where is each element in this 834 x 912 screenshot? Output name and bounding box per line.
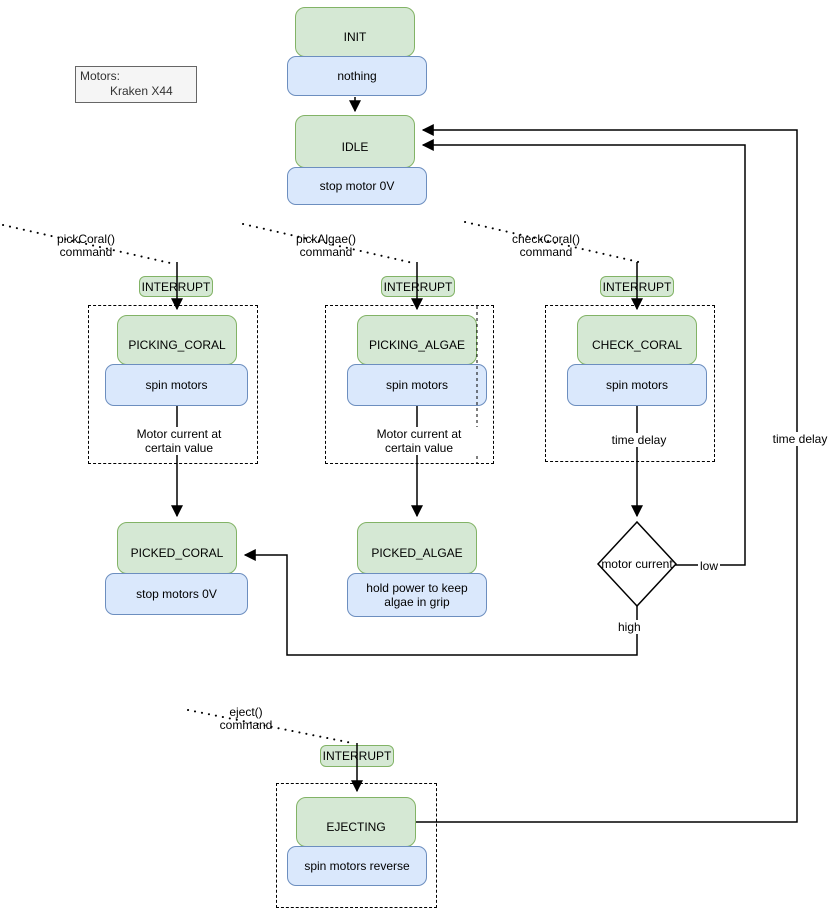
command-pick-algae-line2: command (299, 245, 353, 259)
interrupt-badge-label: INTERRUPT (141, 279, 211, 294)
interrupt-badge-pick-algae[interactable]: INTERRUPT (381, 276, 455, 297)
state-idle-action-label: stop motor 0V (319, 179, 395, 193)
state-picked-algae-action-label: hold power to keep algae in grip (366, 581, 468, 609)
label-eject-time-delay: time delay (765, 432, 834, 446)
state-picked-coral[interactable]: PICKED_CORAL (117, 522, 237, 574)
state-check-coral-action-label: spin motors (605, 378, 669, 392)
command-check-coral-line2: command (519, 245, 573, 259)
label-high: high (616, 620, 643, 634)
label-motor-current-coral: Motor current at certain value (117, 427, 241, 455)
command-eject-line2: command (219, 718, 273, 732)
edge-ejecting-to-idle (416, 124, 798, 823)
state-picking-algae-action[interactable]: spin motors (347, 364, 487, 406)
command-pick-coral-line2: command (59, 245, 113, 259)
state-init-action[interactable]: nothing (287, 56, 427, 96)
interrupt-badge-label: INTERRUPT (322, 749, 392, 763)
decision-label: motor current (601, 557, 673, 571)
state-picking-algae-name: PICKING_ALGAE (368, 338, 466, 352)
interrupt-badge-check-coral[interactable]: INTERRUPT (600, 276, 674, 297)
state-picking-coral-action[interactable]: spin motors (105, 364, 248, 406)
interrupt-badge-label: INTERRUPT (602, 279, 672, 294)
state-check-coral[interactable]: CHECK_CORAL (577, 315, 697, 365)
state-picking-algae-action-label: spin motors (385, 378, 449, 392)
state-ejecting[interactable]: EJECTING (296, 797, 416, 847)
state-picking-coral-name: PICKING_CORAL (128, 338, 226, 352)
command-pick-coral: pickCoral() command (26, 233, 146, 259)
state-check-coral-action[interactable]: spin motors (567, 364, 707, 406)
state-picked-coral-name: PICKED_CORAL (130, 546, 224, 560)
label-motor-current-algae-line2: certain value (384, 441, 454, 455)
interrupt-badge-label: INTERRUPT (383, 279, 453, 294)
state-ejecting-name: EJECTING (326, 820, 386, 834)
command-eject: eject() command (186, 706, 306, 732)
state-picked-coral-action[interactable]: stop motors 0V (105, 573, 248, 615)
motors-note-line1: Motors: (80, 69, 121, 83)
state-idle-name: IDLE (341, 139, 369, 154)
label-motor-current-algae: Motor current at certain value (357, 427, 481, 455)
state-picked-algae-name: PICKED_ALGAE (371, 546, 463, 560)
state-idle-action[interactable]: stop motor 0V (287, 167, 427, 205)
interrupt-badge-eject[interactable]: INTERRUPT (320, 745, 394, 767)
label-motor-current-coral-line1: Motor current at (136, 427, 222, 441)
interrupt-badge-pick-coral[interactable]: INTERRUPT (139, 276, 213, 297)
label-check-time-delay: time delay (587, 433, 691, 447)
motors-note[interactable]: Motors: Kraken X44 (75, 66, 197, 103)
command-pick-algae: pickAlgae() command (266, 233, 386, 259)
command-check-coral: checkCoral() command (486, 233, 606, 259)
state-ejecting-action[interactable]: spin motors reverse (287, 846, 427, 886)
state-picking-coral[interactable]: PICKING_CORAL (117, 315, 237, 365)
state-ejecting-action-label: spin motors reverse (304, 859, 410, 873)
state-picked-coral-action-label: stop motors 0V (136, 587, 217, 601)
label-motor-current-coral-line2: certain value (144, 441, 214, 455)
motors-note-line2: Kraken X44 (110, 84, 173, 98)
state-idle[interactable]: IDLE (295, 115, 415, 168)
state-picking-algae[interactable]: PICKING_ALGAE (357, 315, 477, 365)
state-picked-algae[interactable]: PICKED_ALGAE (357, 522, 477, 574)
label-low: low (698, 559, 721, 573)
state-init[interactable]: INIT (295, 7, 415, 57)
state-check-coral-name: CHECK_CORAL (591, 338, 683, 352)
state-init-name: INIT (343, 30, 367, 44)
label-motor-current-algae-line1: Motor current at (376, 427, 462, 441)
state-picking-coral-action-label: spin motors (145, 378, 208, 392)
state-picked-algae-action[interactable]: hold power to keep algae in grip (347, 573, 487, 617)
state-init-action-label: nothing (337, 69, 377, 83)
